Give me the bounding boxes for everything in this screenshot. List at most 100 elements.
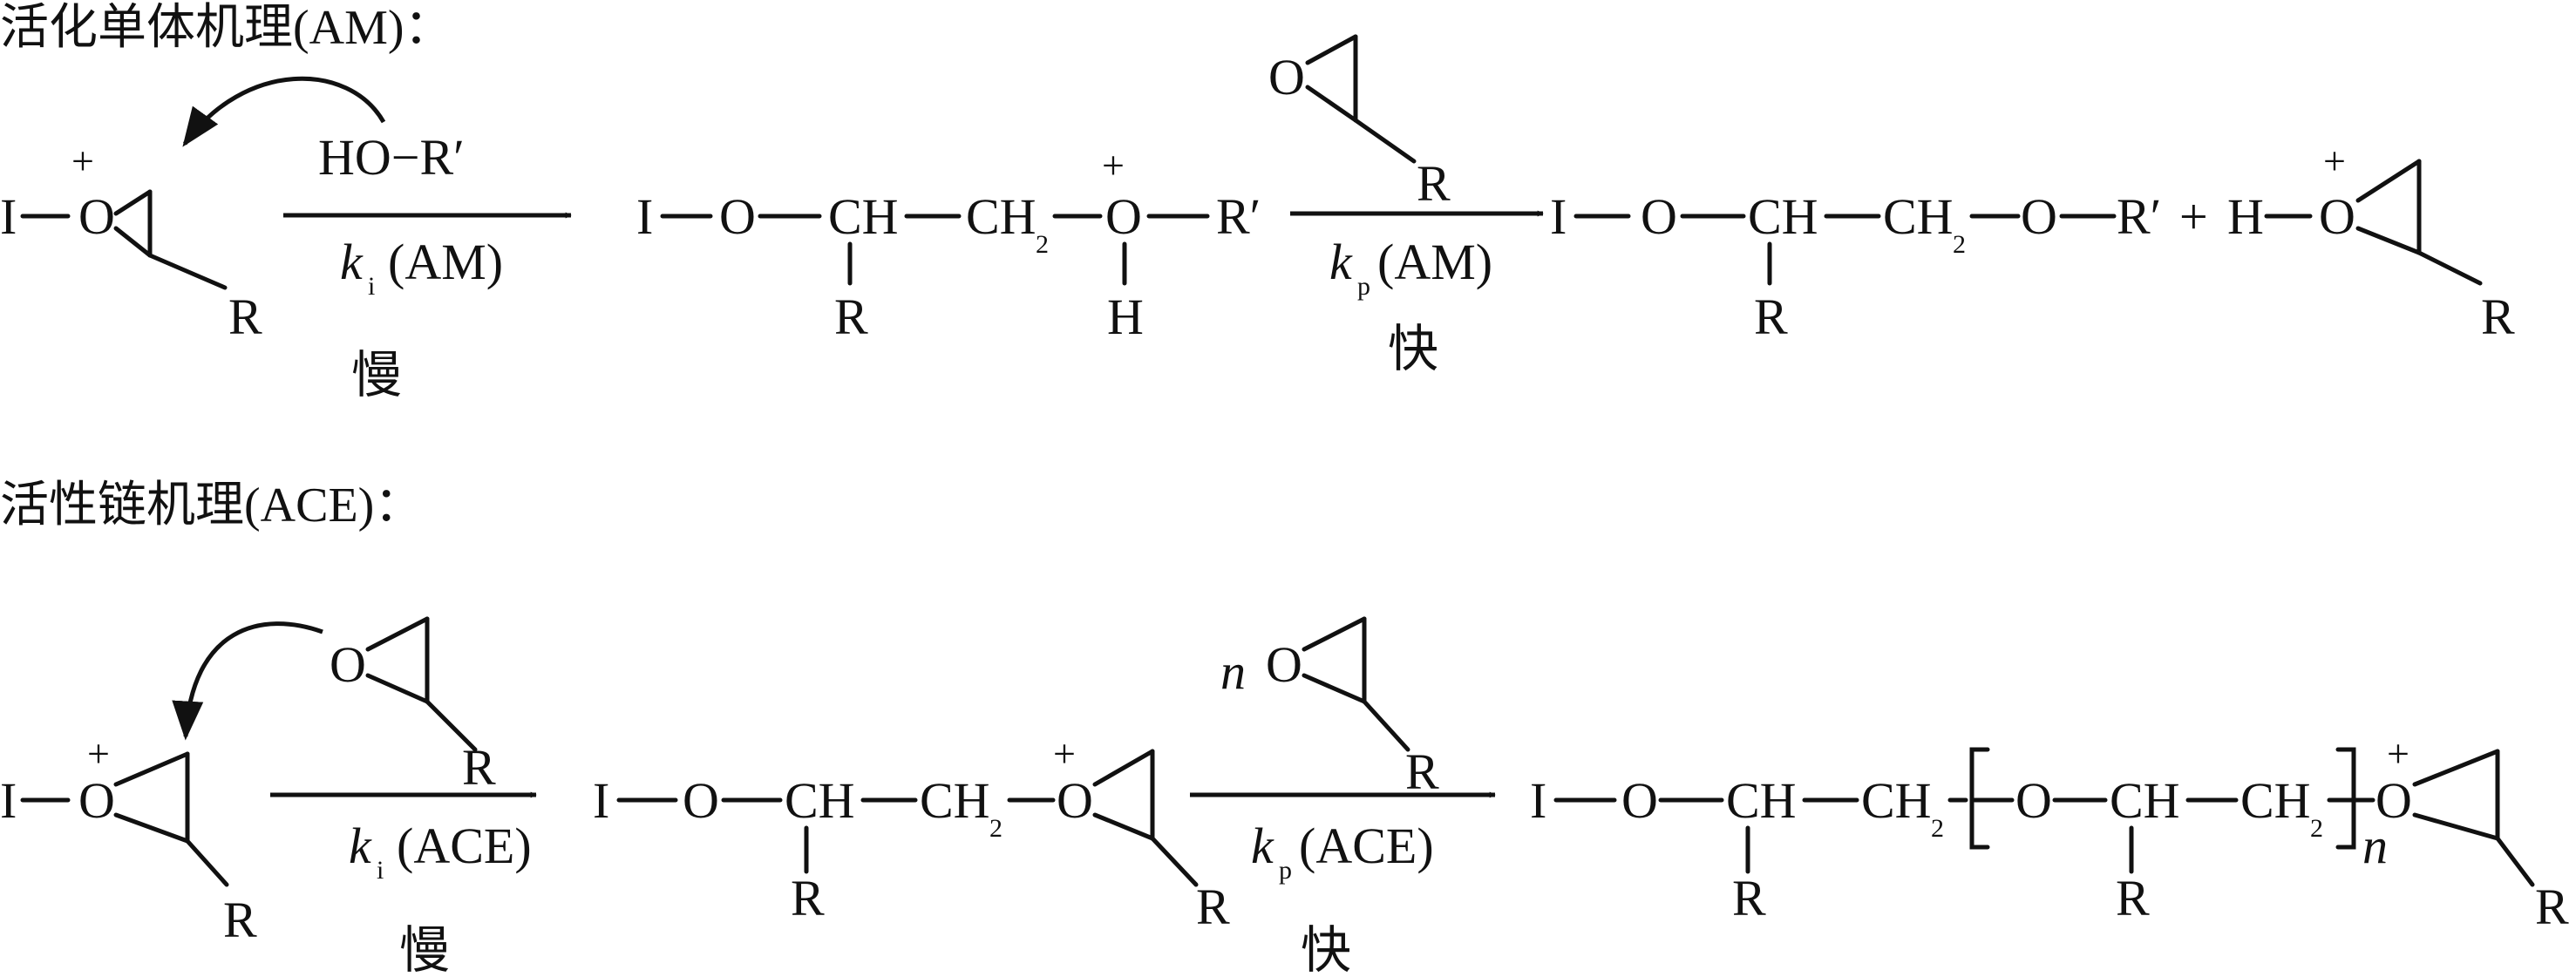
atom-label-r: R <box>2481 288 2515 345</box>
atom-label-r: R <box>228 288 262 345</box>
atom-label-i: I <box>0 188 17 245</box>
rate-k: k <box>1329 234 1353 290</box>
rate-k: k <box>340 234 364 290</box>
atom-label-ch: CH <box>785 772 855 829</box>
atom-label-r: R <box>1417 155 1451 212</box>
bond <box>1353 118 1417 164</box>
atom-label-r: R <box>1196 879 1230 935</box>
atom-label-o: O <box>1621 772 1658 829</box>
ace-n-epoxide-monomers: n O R <box>1220 616 1439 800</box>
atom-label-r: R <box>834 288 868 345</box>
atom-label-r: R <box>1732 870 1766 926</box>
bond <box>1150 836 1199 887</box>
atom-label-h: H <box>1107 288 1144 345</box>
bond <box>2355 226 2422 255</box>
positive-charge: + <box>71 139 94 183</box>
subscript-p: p <box>1357 272 1370 301</box>
atom-label-o: O <box>719 188 756 245</box>
subscript-i: i <box>377 856 384 885</box>
subscript-2: 2 <box>2310 814 2323 843</box>
atom-label-ch2: CH <box>2240 772 2311 829</box>
bond <box>2412 812 2500 841</box>
atom-label-ch2: CH <box>966 188 1037 245</box>
atom-label-r-prime: R′ <box>1216 188 1261 245</box>
bond <box>1302 616 1367 652</box>
subscript-2: 2 <box>1036 230 1049 259</box>
subscript-i: i <box>368 272 375 301</box>
header-ace-mechanism: 活性链机理(ACE)： <box>0 478 423 533</box>
atom-label-o: O <box>683 772 719 829</box>
bond <box>147 253 228 290</box>
label-fast: 快 <box>1388 321 1438 377</box>
bond <box>365 616 430 652</box>
mechanism-ace: (ACE) <box>1299 818 1434 874</box>
bond <box>113 189 153 216</box>
atom-label-r: R <box>791 870 825 926</box>
coefficient-n: n <box>1220 643 1246 700</box>
atom-label-r: R <box>2535 879 2569 935</box>
bond <box>1305 34 1358 65</box>
bond <box>1305 85 1358 123</box>
rate-k: k <box>1251 818 1274 874</box>
atom-label-i: I <box>1530 772 1546 829</box>
am-epoxide-monomer: O R <box>1268 34 1451 212</box>
atom-label-o: O <box>1641 188 1677 245</box>
bond <box>1092 812 1155 841</box>
rate-constant-kp-ace: k p (ACE) <box>1251 818 1434 885</box>
atom-label-ch: CH <box>1726 772 1797 829</box>
atom-label-o: O <box>330 636 366 693</box>
atom-label-ch: CH <box>1748 188 1818 245</box>
mechanism-am: (AM) <box>1377 234 1492 290</box>
atom-label-ch2: CH <box>920 772 990 829</box>
atom-label-r: R <box>1405 743 1439 800</box>
positive-charge: + <box>2323 139 2346 183</box>
subscript-2: 2 <box>989 814 1003 843</box>
header-am-mechanism: 活化单体机理(AM)： <box>0 1 453 55</box>
atom-label-ch: CH <box>828 188 899 245</box>
atom-label-i: I <box>593 772 609 829</box>
atom-label-o: O <box>78 188 115 245</box>
atom-label-o: O <box>78 772 115 829</box>
ace-attacking-epoxide: O R <box>330 616 496 796</box>
label-slow: 慢 <box>399 922 450 977</box>
atom-label-o: O <box>2021 188 2057 245</box>
positive-charge: + <box>87 731 110 776</box>
positive-charge: + <box>1102 143 1125 187</box>
atom-label-i: I <box>636 188 653 245</box>
atom-label-o: O <box>1057 772 1093 829</box>
bond <box>2416 250 2483 286</box>
ace-reactant-protonated-epoxide: I O + R <box>0 731 257 948</box>
curved-attack-arrow <box>172 621 323 741</box>
atom-label-ch: CH <box>2110 772 2180 829</box>
reagent-ho-r-prime: HO−R′ <box>318 129 465 186</box>
atom-label-o: O <box>1105 188 1142 245</box>
atom-label-i: I <box>0 772 17 829</box>
atom-label-r: R <box>2116 870 2150 926</box>
subscript-2: 2 <box>1953 230 1966 259</box>
atom-label-o: O <box>1268 49 1305 105</box>
mechanism-am: (AM) <box>388 234 503 290</box>
bond <box>425 699 478 752</box>
bond <box>185 838 229 887</box>
rate-constant-ki-ace: k i (ACE) <box>349 818 532 885</box>
atom-label-r: R <box>223 892 257 948</box>
atom-label-r: R <box>462 739 496 796</box>
am-intermediate-oxonium: I O CH R CH 2 O + H R′ <box>636 143 1261 345</box>
atom-label-o: O <box>2375 772 2412 829</box>
bond <box>365 673 430 704</box>
am-product-chain: I O CH R CH 2 O R′ <box>1550 188 2161 345</box>
bond <box>2495 836 2535 887</box>
bond <box>1362 699 1410 752</box>
bond <box>2355 159 2422 203</box>
atom-label-o: O <box>2319 188 2355 245</box>
atom-label-r: R <box>1754 288 1788 345</box>
label-slow: 慢 <box>351 347 402 404</box>
atom-label-o: O <box>1266 636 1302 693</box>
repeat-count-n: n <box>2362 818 2388 874</box>
atom-label-ch2: CH <box>1883 188 1954 245</box>
atom-label-r-prime: R′ <box>2117 188 2161 245</box>
ace-polymer-product: I O CH R CH 2 O CH R CH 2 n O + R <box>1530 731 2569 935</box>
bond <box>113 751 190 787</box>
subscript-2: 2 <box>1931 814 1944 843</box>
